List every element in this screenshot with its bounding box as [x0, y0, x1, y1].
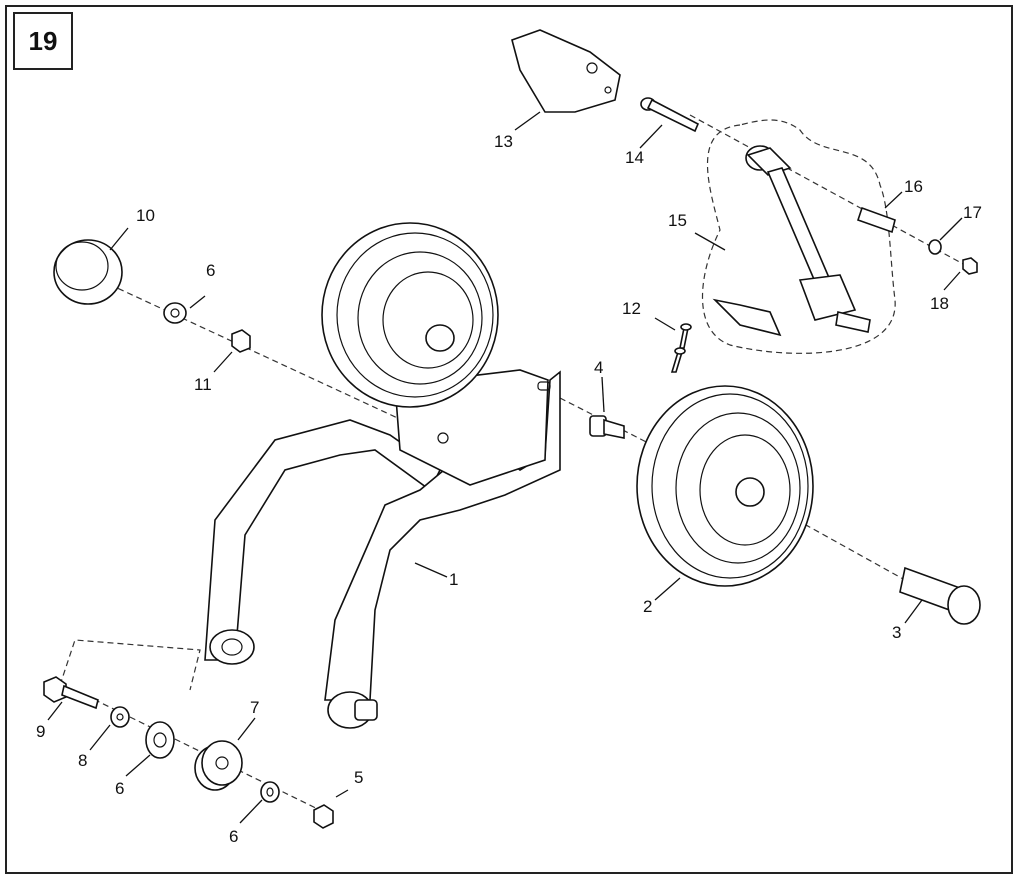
callout-2: 2	[643, 597, 652, 616]
nuts	[231, 257, 978, 829]
callout-18: 18	[930, 294, 949, 313]
callout-labels: 1 2 3 4 5 6 6 6 7 8 9 10 11 12 13 14 15 …	[36, 132, 982, 846]
spacer-tube	[856, 206, 896, 234]
callout-16: 16	[904, 177, 923, 196]
shoulder-bolt	[589, 415, 625, 439]
diagram-frame	[5, 5, 1013, 874]
callout-4: 4	[594, 358, 603, 377]
lock-washer	[110, 706, 130, 728]
callout-8: 8	[78, 751, 87, 770]
callout-6-top: 6	[206, 261, 215, 280]
group-outline-15	[702, 119, 896, 354]
callout-10: 10	[136, 206, 155, 225]
axle-pin	[899, 566, 981, 625]
callout-7: 7	[250, 698, 259, 717]
callout-11: 11	[194, 375, 212, 394]
small-washer	[928, 239, 942, 255]
callout-leaders	[47, 111, 963, 824]
roller	[194, 740, 243, 791]
callout-5: 5	[354, 768, 363, 787]
callout-6-mid: 6	[115, 779, 124, 798]
hub-cap	[53, 239, 123, 305]
callout-14: 14	[625, 148, 644, 167]
callout-3: 3	[892, 623, 901, 642]
callout-13: 13	[494, 132, 513, 151]
long-pin	[640, 97, 700, 133]
callout-6-bottom: 6	[229, 827, 238, 846]
bracket-frame	[204, 369, 561, 729]
callout-12: 12	[622, 299, 641, 318]
figure-number-badge: 19	[13, 12, 73, 70]
washers	[145, 302, 280, 803]
callout-9: 9	[36, 722, 45, 741]
hex-bolt	[43, 676, 99, 710]
callout-15: 15	[668, 211, 687, 230]
rear-wheel	[321, 222, 499, 408]
callout-17: 17	[963, 203, 982, 222]
figure-number: 19	[28, 25, 58, 56]
clevis-pins	[670, 323, 692, 373]
mount-bracket	[511, 29, 621, 113]
front-wheel	[636, 385, 814, 587]
callout-1: 1	[449, 570, 458, 589]
arm-assembly	[712, 145, 871, 337]
